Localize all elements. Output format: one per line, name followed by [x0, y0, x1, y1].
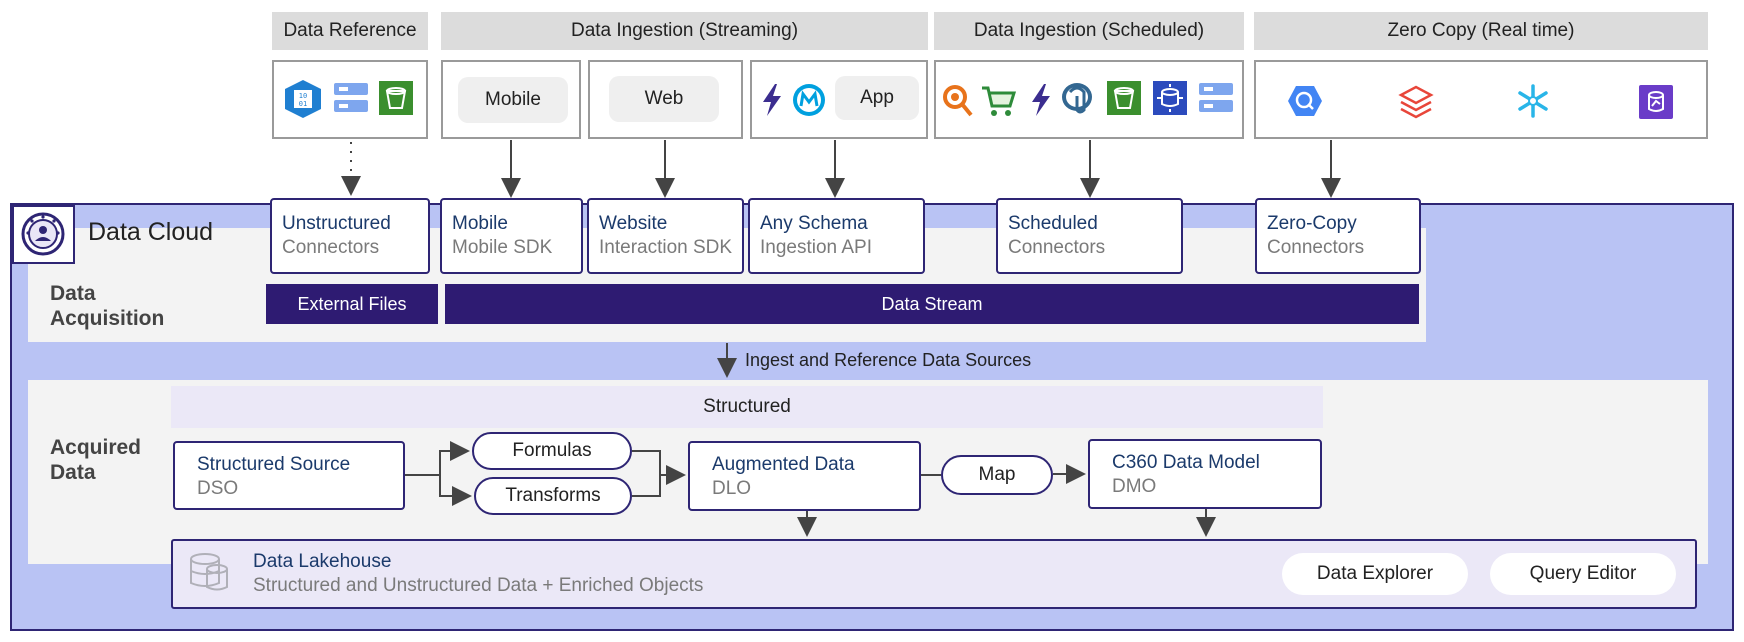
app-pill: App	[835, 76, 919, 120]
connector-any-schema: Any Schema Ingestion API	[748, 198, 925, 274]
header-data-reference: Data Reference	[272, 12, 428, 50]
connector-unstructured: Unstructured Connectors	[270, 198, 430, 274]
ingest-label: Ingest and Reference Data Sources	[745, 350, 1032, 370]
connector-subtitle: Connectors	[1267, 237, 1365, 258]
lightning-icon	[763, 84, 781, 116]
node-subtitle: DSO	[197, 478, 239, 499]
cart-icon	[982, 86, 1016, 116]
lightning-icon	[1032, 84, 1050, 116]
web-pill: Web	[609, 76, 719, 122]
acquired-data-label-line2: Data	[50, 461, 96, 484]
formulas-node: Formulas	[472, 432, 632, 470]
data-acquisition-label: Data Acquisition	[50, 281, 164, 331]
storage-icon	[334, 83, 368, 112]
connector-title: Unstructured	[282, 213, 391, 234]
snowflake-icon	[1518, 84, 1548, 118]
structured-source-node: Structured Source DSO	[173, 441, 405, 510]
azure-blob-icon: 10 01	[285, 80, 321, 118]
connector-website: Website Interaction SDK	[587, 198, 744, 274]
node-subtitle: DMO	[1112, 476, 1157, 497]
connector-subtitle: Connectors	[1008, 237, 1106, 258]
connector-zero-copy: Zero-Copy Connectors	[1255, 198, 1421, 274]
header-zero-copy: Zero Copy (Real time)	[1254, 12, 1708, 50]
database-icon	[1153, 81, 1187, 115]
postgres-icon	[1062, 83, 1092, 114]
c360-data-model-node: C360 Data Model DMO	[1088, 439, 1322, 509]
data-lakehouse-panel	[171, 539, 1697, 609]
to-transforms-arrow	[439, 475, 472, 506]
to-formulas-arrow	[405, 441, 470, 476]
connector-mobile: Mobile Mobile SDK	[440, 198, 583, 274]
structured-header: Structured	[171, 386, 1323, 428]
bigquery-icon	[1288, 86, 1322, 116]
connector-title: Website	[599, 213, 668, 234]
connector-scheduled: Scheduled Connectors	[996, 198, 1183, 274]
mobile-pill: Mobile	[458, 77, 568, 123]
acquired-data-label: Acquired Data	[50, 435, 141, 485]
acquired-data-label-line1: Acquired	[50, 436, 142, 459]
mulesoft-icon	[793, 84, 825, 116]
node-title: C360 Data Model	[1112, 452, 1260, 473]
s3-bucket-icon	[379, 81, 413, 115]
data-stream-bar: Data Stream	[445, 284, 1419, 324]
lakehouse-subtitle: Structured and Unstructured Data + Enric…	[253, 575, 704, 596]
connector-title: Mobile	[452, 213, 508, 234]
connector-title: Any Schema	[760, 213, 868, 234]
header-streaming: Data Ingestion (Streaming)	[441, 12, 928, 50]
header-scheduled: Data Ingestion (Scheduled)	[934, 12, 1244, 50]
connector-subtitle: Ingestion API	[760, 237, 872, 258]
data-acquisition-label-line2: Acquisition	[50, 307, 165, 330]
s3-bucket-icon	[1107, 81, 1141, 115]
node-title: Structured Source	[197, 454, 351, 475]
node-title: Augmented Data	[712, 454, 855, 475]
lakehouse-title: Data Lakehouse	[253, 551, 392, 572]
databricks-icon	[1398, 85, 1434, 119]
augmented-data-node: Augmented Data DLO	[688, 441, 921, 511]
connector-subtitle: Mobile SDK	[452, 237, 553, 258]
formulas-to-augmented-arrow	[632, 450, 686, 485]
svg-text:10: 10	[299, 92, 307, 100]
storage-icon	[1199, 83, 1233, 112]
node-subtitle: DLO	[712, 478, 752, 499]
transforms-node: Transforms	[474, 477, 632, 515]
connector-title: Scheduled	[1008, 213, 1098, 234]
search-icon	[943, 85, 973, 117]
source-box-zero-copy	[1254, 60, 1708, 139]
lakehouse-db-icon	[190, 553, 228, 591]
map-node: Map	[941, 455, 1053, 495]
external-files-bar: External Files	[266, 284, 438, 324]
connector-subtitle: Connectors	[282, 237, 380, 258]
data-explorer-button[interactable]: Data Explorer	[1282, 553, 1468, 595]
query-editor-button[interactable]: Query Editor	[1490, 553, 1676, 595]
data-cloud-logo	[12, 205, 75, 264]
data-cloud-logo-icon	[21, 212, 65, 256]
data-acquisition-label-line1: Data	[50, 282, 96, 305]
data-cloud-title: Data Cloud	[88, 218, 214, 246]
connector-title: Zero-Copy	[1267, 213, 1357, 234]
svg-text:01: 01	[299, 100, 307, 108]
connector-subtitle: Interaction SDK	[599, 237, 733, 258]
redshift-icon	[1639, 85, 1673, 119]
